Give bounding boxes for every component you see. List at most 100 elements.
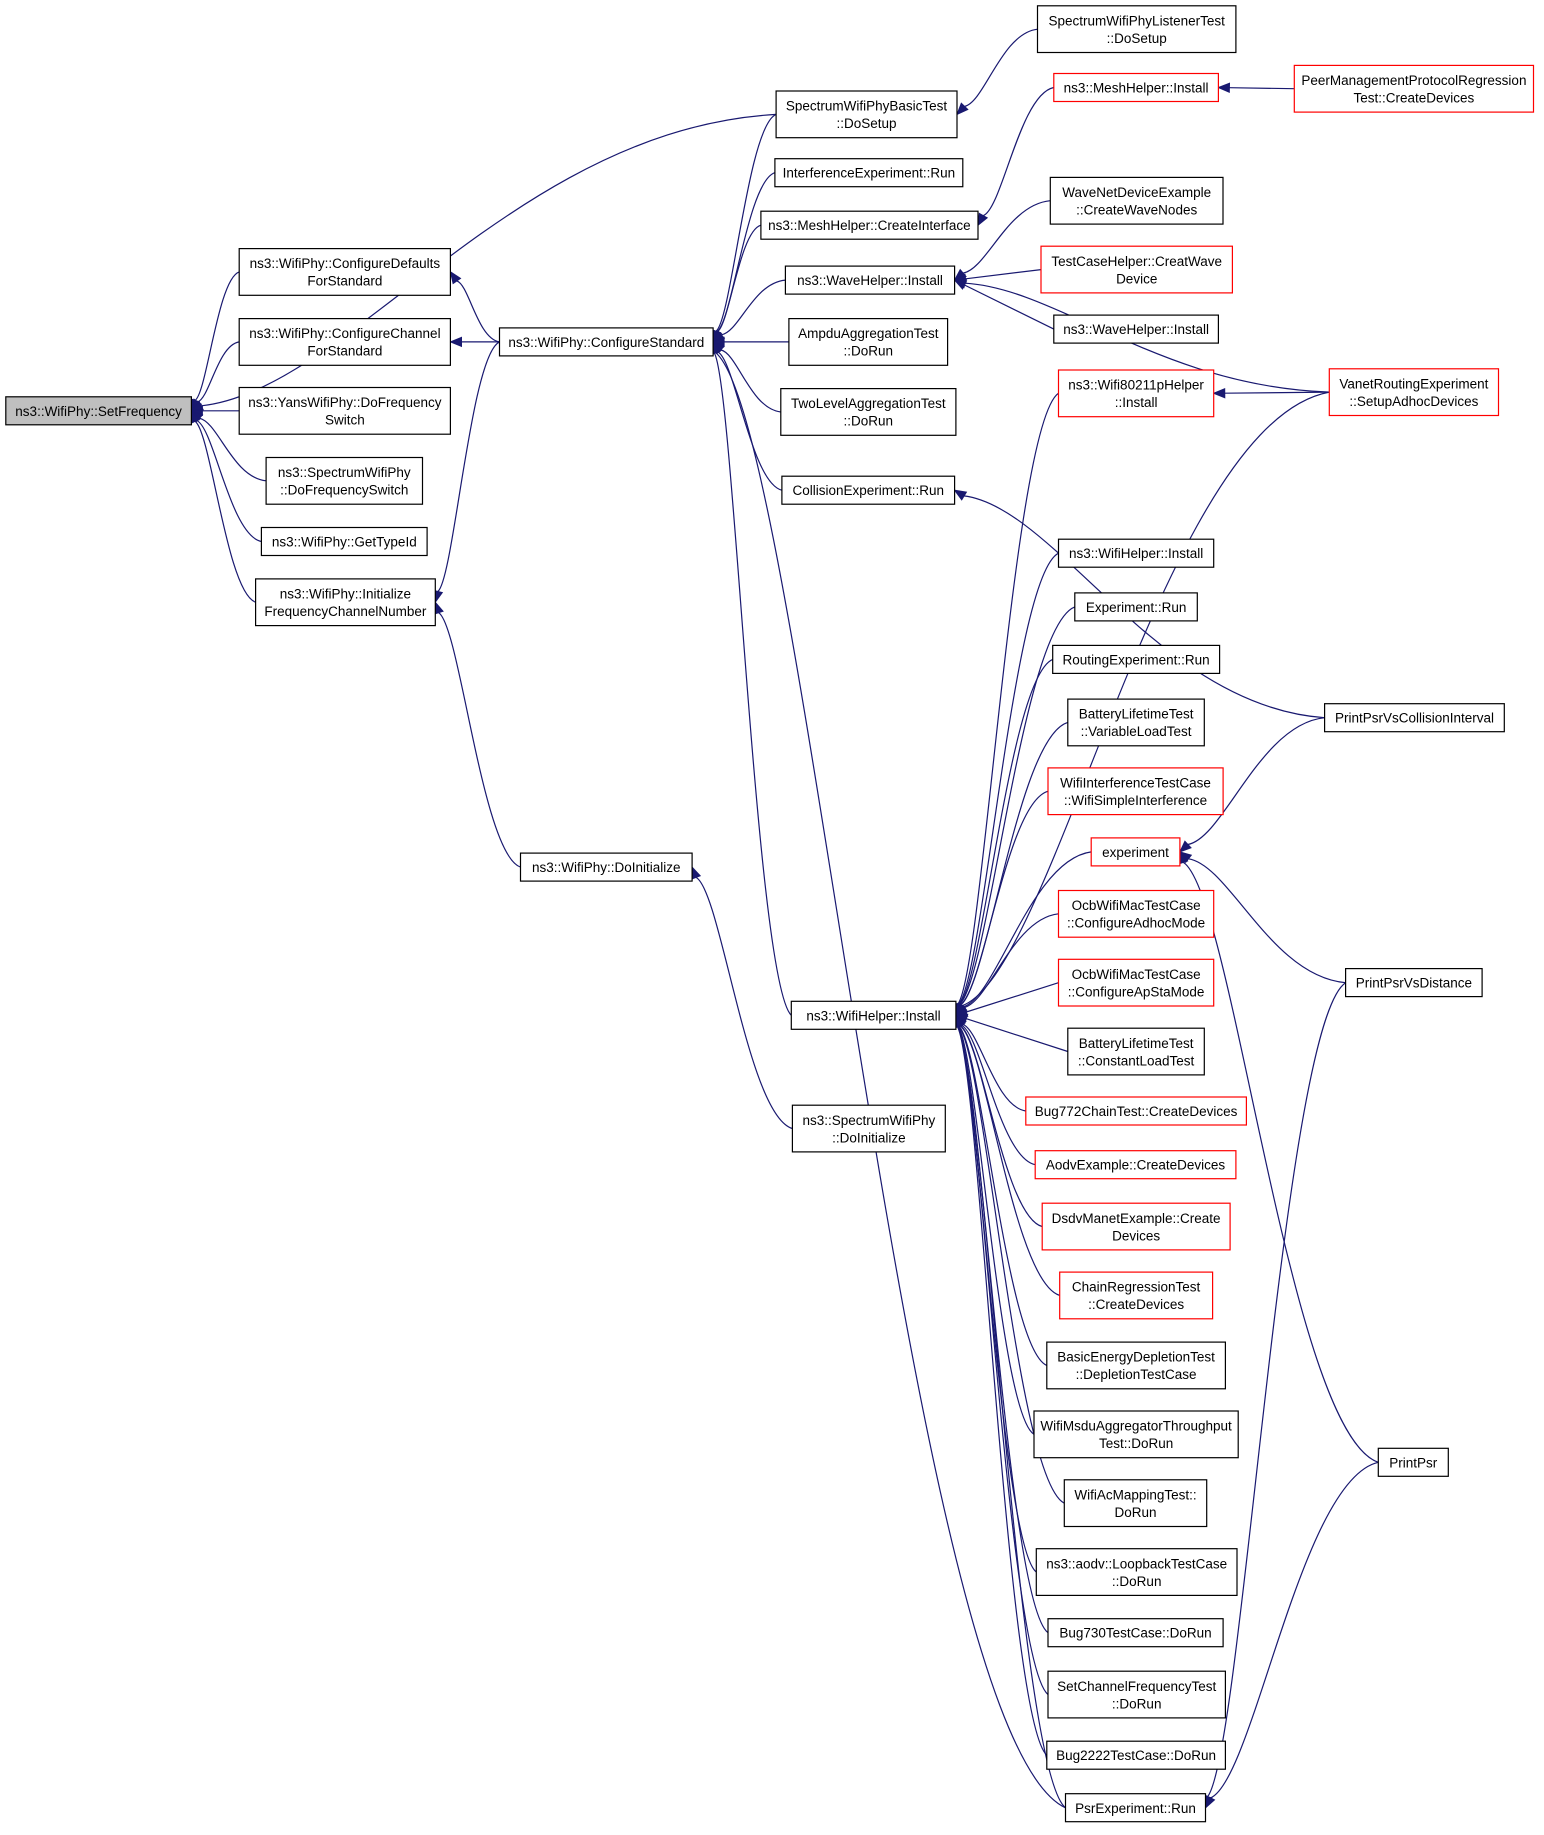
node-box <box>498 327 714 357</box>
edge-line <box>720 349 781 413</box>
node-box <box>1377 1447 1449 1477</box>
node-ns3-wifihelper-install[interactable]: ns3::WifiHelper::Install <box>790 1000 957 1030</box>
node-box <box>1035 1548 1238 1596</box>
node-box <box>1057 958 1215 1007</box>
edge-line <box>199 417 267 482</box>
edge-line <box>721 279 786 336</box>
node-label: AodvExample::CreateDevices <box>1046 1158 1226 1173</box>
node-ns3-spectrumwifiphy-doinitialize[interactable]: ns3::SpectrumWifiPhy::DoInitialize <box>791 1104 946 1153</box>
node-batterylifetimetest-variableloadtest[interactable]: BatteryLifetimeTest::VariableLoadTest <box>1067 698 1205 747</box>
node-box <box>1041 1202 1231 1251</box>
node-wifiacmappingtest-dorun[interactable]: WifiAcMappingTest::DoRun <box>1063 1479 1208 1528</box>
edge-line <box>966 982 1059 1013</box>
node-box <box>1293 64 1535 113</box>
node-box <box>265 456 424 505</box>
node-ns3-wifiphy-configurestandard[interactable]: ns3::WifiPhy::ConfigureStandard <box>498 327 714 357</box>
node-printpsrvscollisioninterval[interactable]: PrintPsrVsCollisionInterval <box>1323 703 1505 733</box>
node-box <box>791 1104 946 1153</box>
node-psrexperiment-run[interactable]: PsrExperiment::Run <box>1064 1793 1207 1823</box>
node-spectrumwifiphybasictest-dosetup[interactable]: SpectrumWifiPhyBasicTest::DoSetup <box>775 90 958 139</box>
node-basicenergydepletiontest-depletiontestcase[interactable]: BasicEnergyDepletionTest::DepletionTestC… <box>1046 1341 1227 1390</box>
node-collisionexperiment-run[interactable]: CollisionExperiment::Run <box>781 475 956 505</box>
node-aodvexample-createdevices[interactable]: AodvExample::CreateDevices <box>1034 1150 1237 1180</box>
node-printpsr[interactable]: PrintPsr <box>1377 1447 1449 1477</box>
node-label: ::ConfigureApStaMode <box>1068 984 1205 999</box>
node-batterylifetimetest-constantloadtest[interactable]: BatteryLifetimeTest::ConstantLoadTest <box>1067 1027 1205 1076</box>
node-routingexperiment-run[interactable]: RoutingExperiment::Run <box>1052 644 1221 675</box>
node-label: Bug772ChainTest::CreateDevices <box>1035 1104 1238 1119</box>
node-ns3-meshhelper-install[interactable]: ns3::MeshHelper::Install <box>1053 72 1220 103</box>
arrowhead <box>1178 840 1192 853</box>
node-label: OcbWifiMacTestCase <box>1072 967 1201 982</box>
node-dsdvmanetexample-create-devices[interactable]: DsdvManetExample::CreateDevices <box>1041 1202 1231 1251</box>
edge-line <box>717 351 783 491</box>
node-label: ::WifiSimpleInterference <box>1064 793 1207 808</box>
edge-n12-n19 <box>977 86 1054 227</box>
edge-line <box>965 269 1042 280</box>
node-ns3-wavehelper-install[interactable]: ns3::WaveHelper::Install <box>784 265 956 295</box>
node-spectrumwifiphylistenertest-dosetup[interactable]: SpectrumWifiPhyListenerTest::DoSetup <box>1036 5 1237 54</box>
edge-line <box>1206 982 1346 1798</box>
arrowhead <box>977 212 989 227</box>
graph-nodes: ns3::WifiPhy::SetFrequencyns3::WifiPhy::… <box>5 5 1535 1823</box>
edge-n17-n37 <box>953 1014 1048 1366</box>
arrowhead <box>190 400 204 412</box>
edge-line <box>957 552 1059 1006</box>
node-ns3-wifiphy-initialize-frequencychannelnumber[interactable]: ns3::WifiPhy::InitializeFrequencyChannel… <box>255 578 436 627</box>
node-bug730testcase-dorun[interactable]: Bug730TestCase::DoRun <box>1047 1618 1224 1648</box>
node-twolevelaggregationtest-dorun[interactable]: TwoLevelAggregationTest::DoRun <box>780 388 957 436</box>
node-ns3-meshhelper-createinterface[interactable]: ns3::MeshHelper::CreateInterface <box>760 210 979 240</box>
node-box <box>238 248 451 296</box>
node-ampduaggregationtest-dorun[interactable]: AmpduAggregationTest::DoRun <box>788 318 949 366</box>
node-vanetroutingexperiment-setupadhocdevices[interactable]: VanetRoutingExperiment::SetupAdhocDevice… <box>1328 368 1500 417</box>
node-label: PrintPsr <box>1389 1455 1438 1470</box>
node-wavenetdeviceexample-createwavenodes[interactable]: WaveNetDeviceExample::CreateWaveNodes <box>1049 176 1224 225</box>
node-bug2222testcase-dorun[interactable]: Bug2222TestCase::DoRun <box>1046 1740 1227 1770</box>
node-label: CollisionExperiment::Run <box>793 483 945 498</box>
node-label: ::DoSetup <box>836 116 896 131</box>
node-label: ::DoRun <box>1112 1574 1162 1589</box>
edge-line <box>1187 717 1325 846</box>
node-interferenceexperiment-run[interactable]: InterferenceExperiment::Run <box>774 158 964 188</box>
node-label: ns3::WifiPhy::ConfigureDefaults <box>250 256 441 271</box>
node-box <box>1067 1027 1205 1076</box>
node-printpsrvsdistance[interactable]: PrintPsrVsDistance <box>1344 967 1483 998</box>
node-ns3-wifiphy-configuredefaults-forstandard[interactable]: ns3::WifiPhy::ConfigureDefaultsForStanda… <box>238 248 451 296</box>
edge-line <box>716 224 762 333</box>
node-peermanagementprotocolregression-test-createdevices[interactable]: PeerManagementProtocolRegressionTest::Cr… <box>1293 64 1535 113</box>
node-bug772chaintest-createdevices[interactable]: Bug772ChainTest::CreateDevices <box>1025 1096 1248 1126</box>
node-ns3-wifihelper-install[interactable]: ns3::WifiHelper::Install <box>1057 538 1215 568</box>
node-ocbwifimactestcase-configureadhocmode[interactable]: OcbWifiMacTestCase::ConfigureAdhocMode <box>1057 889 1215 938</box>
node-ns3-wifiphy-setfrequency[interactable]: ns3::WifiPhy::SetFrequency <box>5 396 193 426</box>
node-ocbwifimactestcase-configureapstamode[interactable]: OcbWifiMacTestCase::ConfigureApStaMode <box>1057 958 1215 1007</box>
edge-line <box>197 341 240 403</box>
node-box <box>1344 967 1483 998</box>
edge-line <box>1229 87 1295 90</box>
node-chainregressiontest-createdevices[interactable]: ChainRegressionTest::CreateDevices <box>1059 1271 1214 1320</box>
node-ns3-wifi80211phelper-install[interactable]: ns3::Wifi80211pHelper::Install <box>1057 369 1215 418</box>
node-label: DoRun <box>1114 1505 1156 1520</box>
edge-line <box>959 790 1049 1006</box>
arrowhead <box>1205 1795 1216 1809</box>
node-ns3-spectrumwifiphy-dofrequencyswitch[interactable]: ns3::SpectrumWifiPhy::DoFrequencySwitch <box>265 456 424 505</box>
edge-n6-n7 <box>432 341 500 604</box>
node-ns3-wavehelper-install[interactable]: ns3::WaveHelper::Install <box>1053 314 1220 344</box>
node-ns3-wifiphy-configurechannel-forstandard[interactable]: ns3::WifiPhy::ConfigureChannelForStandar… <box>238 318 451 366</box>
edge-line <box>962 200 1051 274</box>
edge-line <box>956 1025 1049 1695</box>
graph-edges <box>190 28 1379 1810</box>
node-ns3-wifiphy-doinitialize[interactable]: ns3::WifiPhy::DoInitialize <box>519 852 693 882</box>
edge-n13-n22 <box>953 279 1055 330</box>
node-experiment[interactable]: experiment <box>1090 837 1181 867</box>
node-label: TwoLevelAggregationTest <box>791 396 946 411</box>
node-ns3-yanswifiphy-dofrequency-switch[interactable]: ns3::YansWifiPhy::DoFrequencySwitch <box>238 386 451 435</box>
node-ns3-aodv-loopbacktestcase-dorun[interactable]: ns3::aodv::LoopbackTestCase::DoRun <box>1035 1548 1238 1596</box>
edge-n10-n18 <box>956 28 1038 116</box>
node-label: ns3::MeshHelper::Install <box>1064 81 1209 96</box>
node-ns3-wifiphy-gettypeid[interactable]: ns3::WifiPhy::GetTypeId <box>260 526 428 557</box>
node-experiment-run[interactable]: Experiment::Run <box>1074 592 1198 622</box>
node-setchannelfrequencytest-dorun[interactable]: SetChannelFrequencyTest::DoRun <box>1047 1670 1226 1719</box>
node-wifiinterferencetestcase-wifisimpleinterference[interactable]: WifiInterferenceTestCase::WifiSimpleInte… <box>1047 767 1224 816</box>
